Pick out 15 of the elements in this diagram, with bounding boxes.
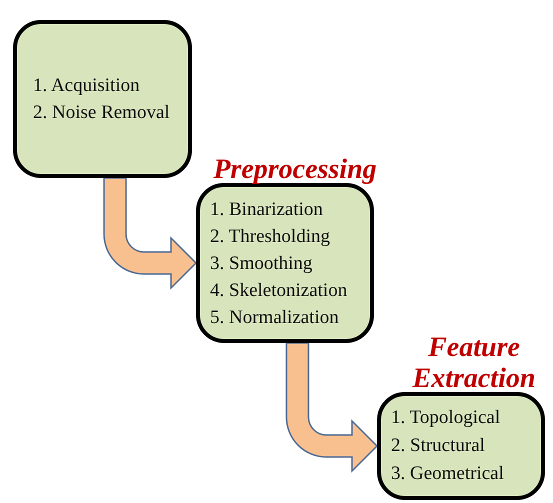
list-item: 1. Topological: [391, 406, 502, 430]
list-item: 1. Binarization: [210, 198, 324, 222]
stage-heading: Preprocessing: [212, 154, 378, 185]
block-arrow: [286, 342, 378, 472]
list-item: 3. Smoothing: [210, 252, 314, 276]
list-item: 3. Geometrical: [391, 462, 505, 486]
block-arrow: [103, 177, 197, 289]
stage-heading: Feature Extraction: [411, 332, 536, 394]
process-box: [13, 20, 192, 178]
list-item: 2. Structural: [391, 434, 486, 458]
list-item: 1. Acquisition: [33, 74, 141, 98]
list-item: 2. Noise Removal: [33, 101, 171, 125]
list-item: 5. Normalization: [210, 306, 340, 330]
list-item: 4. Skeletonization: [210, 278, 348, 302]
list-item: 2. Thresholding: [210, 224, 331, 248]
